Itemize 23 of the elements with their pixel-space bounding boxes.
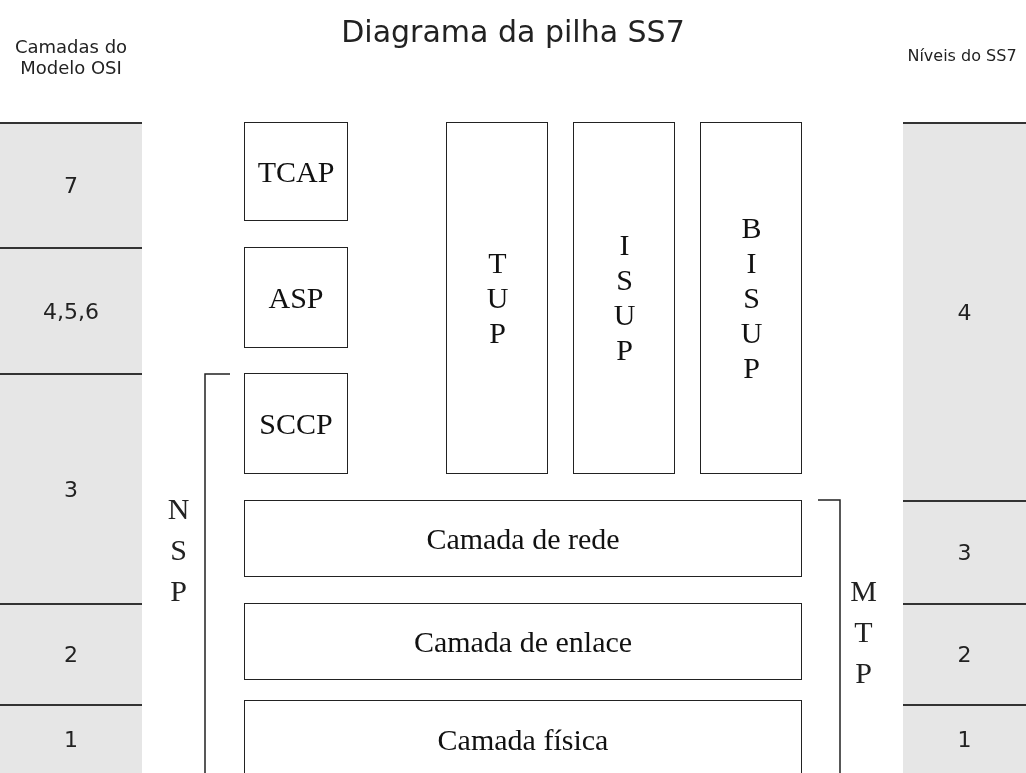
title: Diagrama da pilha SS7	[340, 14, 686, 49]
layer-band: 1	[903, 704, 1026, 773]
protocol-box: Camada física	[244, 700, 802, 773]
protocol-box: ASP	[244, 247, 348, 348]
protocol-box: Camada de enlace	[244, 603, 802, 680]
bracket-label: MTP	[848, 574, 880, 697]
protocol-box: TUP	[446, 122, 548, 474]
layer-band: 1	[0, 704, 142, 773]
layer-band: 3	[0, 373, 142, 603]
protocol-box: Camada de rede	[244, 500, 802, 577]
protocol-box: ISUP	[573, 122, 675, 474]
layer-band: 7	[0, 122, 142, 247]
layer-band: 2	[0, 603, 142, 704]
layer-band: 3	[903, 500, 1026, 603]
column-heading: Níveis do SS7	[906, 46, 1018, 65]
column-heading: Camadas do Modelo OSI	[13, 36, 129, 78]
layer-band: 4	[903, 122, 1026, 500]
layer-band: 2	[903, 603, 1026, 704]
protocol-box: SCCP	[244, 373, 348, 474]
bracket-label: NSP	[163, 492, 195, 615]
protocol-box: BISUP	[700, 122, 802, 474]
layer-band: 4,5,6	[0, 247, 142, 373]
protocol-box: TCAP	[244, 122, 348, 221]
